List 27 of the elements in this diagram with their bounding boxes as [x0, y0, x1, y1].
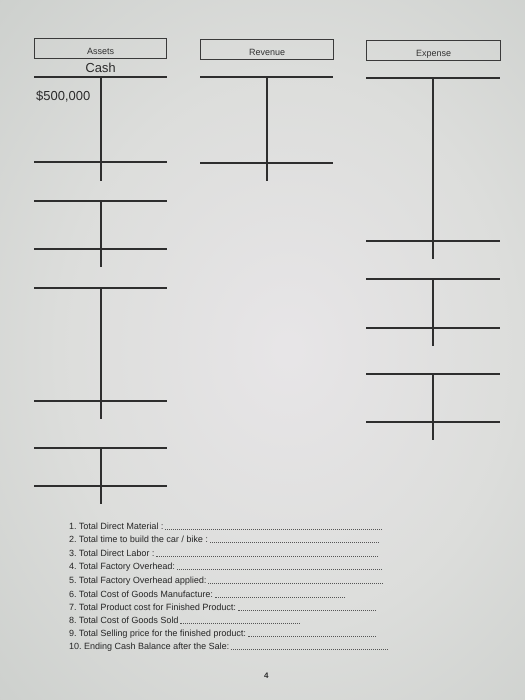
question-text: 5. Total Factory Overhead applied: [69, 575, 206, 586]
question-text: 6. Total Cost of Goods Manufacture: [69, 589, 213, 600]
t-account [366, 374, 500, 441]
account-header-box [200, 39, 334, 60]
t-account [34, 201, 167, 268]
question-text: 7. Total Product cost for Finished Product: [69, 602, 236, 613]
question-text: 4. Total Factory Overhead: [69, 561, 175, 572]
question-text: 10. Ending Cash Balance after the Sale: [69, 641, 230, 652]
account-header-box [34, 38, 167, 59]
account-title: Cash [84, 60, 117, 75]
t-account [366, 78, 500, 260]
account-header-label: Assets [86, 45, 115, 56]
account-header-label: Expense [414, 47, 452, 58]
question-text: 1. Total Direct Material : [69, 521, 164, 532]
t-account [366, 279, 500, 347]
page-number: 4 [264, 671, 268, 681]
t-account [200, 77, 333, 182]
t-account [34, 448, 167, 505]
amount-entry: $500,000 [36, 88, 90, 103]
account-header-box [366, 40, 501, 61]
question-text: 9. Total Selling price for the finished product: [69, 628, 246, 639]
question-text: 3. Total Direct Labor : [69, 548, 154, 559]
account-header-label: Revenue [248, 46, 286, 57]
t-account [34, 288, 167, 420]
t-account [34, 60, 167, 182]
question-text: 8. Total Cost of Goods Sold [69, 615, 178, 626]
question-text: 2. Total time to build the car / bike : [69, 534, 208, 545]
